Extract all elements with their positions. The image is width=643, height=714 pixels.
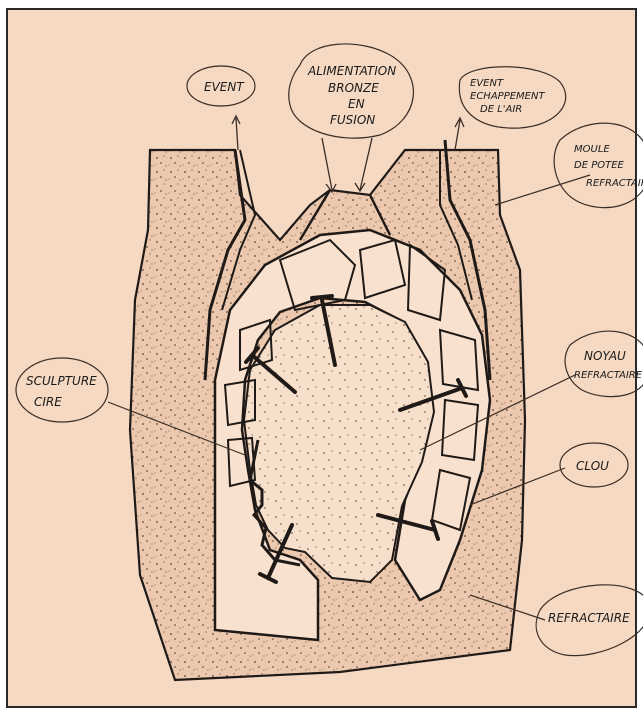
svg-text:REFRACTAIRE: REFRACTAIRE [586, 178, 643, 189]
label-sculpture: SCULPTURE CIRE [26, 374, 97, 409]
svg-text:ECHAPPEMENT: ECHAPPEMENT [470, 91, 545, 102]
label-clou: CLOU [576, 459, 609, 473]
svg-text:EN: EN [348, 97, 365, 111]
label-event-left: EVENT [204, 80, 245, 94]
label-event-right: EVENT ECHAPPEMENT DE L'AIR [470, 78, 545, 115]
svg-text:SCULPTURE: SCULPTURE [26, 374, 97, 388]
label-alimentation: ALIMENTATION BRONZE EN FUSION [307, 64, 396, 127]
svg-text:BRONZE: BRONZE [328, 81, 379, 95]
bubble-sculpture [16, 358, 108, 422]
svg-text:FUSION: FUSION [330, 113, 375, 127]
svg-text:DE L'AIR: DE L'AIR [480, 104, 522, 115]
svg-text:DE POTEE: DE POTEE [574, 160, 625, 171]
svg-text:NOYAU: NOYAU [584, 349, 626, 363]
svg-text:ALIMENTATION: ALIMENTATION [307, 64, 396, 78]
bubble-noyau [565, 331, 643, 397]
svg-text:MOULE: MOULE [574, 144, 610, 155]
svg-text:EVENT: EVENT [470, 78, 504, 89]
label-refractaire: REFRACTAIRE [548, 611, 630, 625]
label-moule: MOULE DE POTEE REFRACTAIRE [574, 144, 643, 189]
svg-text:CIRE: CIRE [34, 395, 62, 409]
label-noyau: NOYAU REFRACTAIRE [574, 349, 643, 381]
svg-text:REFRACTAIRE: REFRACTAIRE [574, 370, 643, 381]
